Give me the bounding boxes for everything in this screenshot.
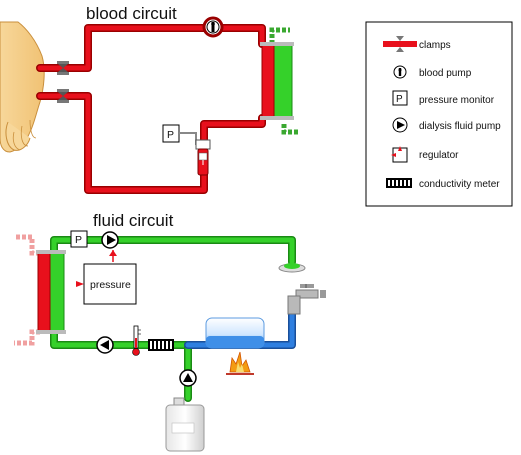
pressure-monitor-icon: P <box>392 90 408 106</box>
shower-head <box>278 263 306 273</box>
dialyzer-blood-circuit <box>260 27 300 135</box>
dialysis-fluid-pump-icon[interactable] <box>96 336 114 354</box>
pressure-box-label: pressure <box>90 279 131 291</box>
faucet-icon <box>287 284 326 315</box>
blood-circuit-title: blood circuit <box>86 4 177 23</box>
regulator-icon <box>391 146 408 163</box>
patient-arm <box>0 21 45 153</box>
legend-label-blood-pump: blood pump <box>419 68 472 79</box>
dialysis-fluid-pump-icon[interactable] <box>179 369 197 387</box>
pressure-monitor-symbol: P <box>167 129 174 141</box>
legend-label-regulator: regulator <box>419 150 459 161</box>
heater-flame-icon <box>226 351 254 375</box>
clamp-icon <box>383 36 417 52</box>
pressure-regulator-box: pressure <box>76 250 137 305</box>
fluid-pressure-monitor-symbol: P <box>75 234 82 246</box>
fluid-circuit-title: fluid circuit <box>93 211 174 230</box>
dialysis-fluid-pump-icon <box>392 117 408 133</box>
blood-pump-icon <box>393 65 407 79</box>
blood-circuit-tubing <box>36 24 266 194</box>
dialysis-concentrate-canister <box>165 397 205 452</box>
water-tank <box>205 317 265 349</box>
legend: clamps blood pump P pressure monitor dia… <box>365 21 513 207</box>
conductivity-meter-icon[interactable] <box>148 339 174 351</box>
thermometer-icon <box>132 325 141 356</box>
dialysis-fluid-pump-icon[interactable] <box>101 231 119 249</box>
legend-label-pressure-monitor: pressure monitor <box>419 95 495 106</box>
legend-pressure-symbol: P <box>396 94 403 105</box>
clamp-icon[interactable] <box>57 89 69 103</box>
legend-label-clamps: clamps <box>419 40 451 51</box>
dialyzer-fluid-circuit <box>36 250 66 334</box>
bubble-trap <box>195 139 211 176</box>
legend-label-dialysis-fluid-pump: dialysis fluid pump <box>419 121 501 132</box>
pressure-monitor: P <box>162 124 197 145</box>
clamp-icon[interactable] <box>57 61 69 75</box>
fluid-pressure-monitor: P <box>70 230 88 248</box>
blood-pump-icon[interactable] <box>202 16 224 38</box>
fresh-fluid-tubing <box>50 236 296 402</box>
conductivity-meter-icon <box>386 178 412 188</box>
legend-label-conductivity-meter: conductivity meter <box>419 179 500 190</box>
